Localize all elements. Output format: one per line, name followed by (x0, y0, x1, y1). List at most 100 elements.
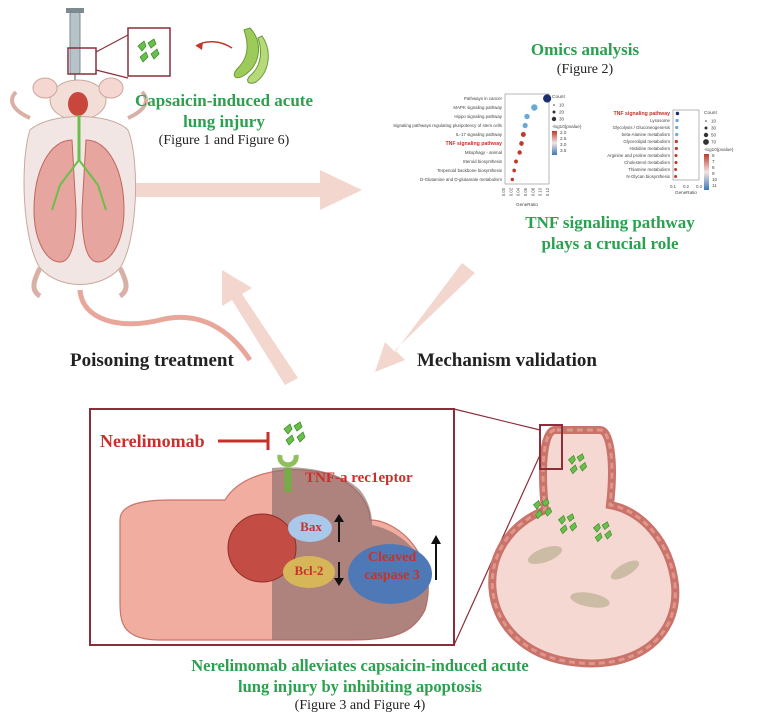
data-point (543, 94, 552, 103)
category-label: beta-Alanine metabolism (622, 132, 671, 137)
legend-count-value: 20 (559, 110, 565, 115)
category-label: Hippo signaling pathway (454, 114, 502, 119)
data-point (512, 168, 516, 173)
legend-color-value: 7 (712, 159, 715, 164)
final-conclusion: Nerelimomab alleviates capsaicin-induced… (100, 655, 620, 697)
enrichment-chart-2: TNF signaling pathwayLysosomeGlycolysis … (607, 109, 734, 195)
data-point (519, 141, 524, 146)
legend-color-value: 3.5 (560, 148, 567, 153)
data-point (674, 153, 678, 158)
final-figure-ref: (Figure 3 and Figure 4) (294, 698, 426, 713)
legend-color-value: 2.0 (560, 130, 567, 135)
category-label: MAPK signaling pathway (453, 105, 502, 110)
zoom-box (127, 27, 171, 77)
alveolus-illustration (488, 424, 680, 668)
x-tick-label: 0.04 (516, 187, 521, 196)
injury-title: Capsaicin-induced acute lung injury (104, 90, 344, 132)
data-point (674, 139, 678, 144)
rat-illustration (10, 8, 269, 362)
legend-count-value: 50 (711, 133, 717, 138)
x-tick-label: 0.02 (508, 187, 513, 196)
x-tick-label: 0.3 (696, 184, 702, 189)
arrow-to-mechanism (375, 263, 475, 372)
legend-colorbar (704, 154, 709, 190)
legend-count-value: 10 (559, 103, 565, 108)
category-label: Arginine and proline metabolism (607, 153, 670, 158)
category-label: Cholesterol metabolism (624, 160, 670, 165)
category-label: Thiamine metabolism (628, 167, 670, 172)
omics-figure-ref: (Figure 2) (556, 62, 614, 77)
x-tick-label: 0.10 (538, 187, 543, 196)
data-point (531, 104, 538, 111)
bax-blob (288, 514, 332, 542)
legend-count-value: 30 (559, 117, 565, 122)
bcl2-label: Bcl-2 (294, 563, 324, 578)
data-point (517, 150, 522, 155)
omics-conclusion: TNF signaling pathway plays a crucial ro… (470, 212, 750, 254)
legend-count-marker (551, 116, 557, 122)
category-label: D-Glutamine and D-glutamate metabolism (420, 177, 502, 182)
syringe-icon (69, 11, 81, 75)
legend-color-value: 2.5 (560, 136, 567, 141)
receptor-icon (277, 454, 299, 468)
legend-color-value: 8 (712, 165, 715, 170)
cleaved-caspase-line2: caspase 3 (364, 568, 420, 583)
category-label: Histidine metabolism (629, 146, 670, 151)
data-point (675, 111, 680, 116)
plot-frame (672, 109, 700, 181)
category-label: IL-17 signaling pathway (456, 132, 503, 137)
data-point (674, 160, 678, 165)
data-point (674, 146, 678, 151)
x-axis-label: GeneRatio (516, 202, 538, 207)
category-label: Pathways in cancer (464, 96, 503, 101)
category-label: Lysosome (650, 118, 670, 123)
cleaved-caspase-line1: Cleaved (367, 550, 417, 565)
flow-arrows (105, 170, 475, 385)
arrow-to-injury (222, 270, 298, 385)
category-label: N-Glycan biosynthesis (626, 174, 670, 179)
bcl2-blob (283, 556, 335, 588)
legend-count-marker (552, 110, 556, 114)
mechanism-panel (89, 408, 541, 646)
x-tick-label: 0.08 (530, 187, 535, 196)
legend-count-title: Count (704, 110, 717, 116)
bax-label: Bax (300, 519, 322, 534)
legend-count-value: 70 (711, 140, 717, 145)
flow-left-label: Poisoning treatment (70, 350, 234, 371)
drug-label: Nerelimomab (100, 431, 205, 451)
legend-color-title: -log10(pvalue) (704, 147, 734, 152)
data-point (524, 113, 530, 120)
legend-color-value: 10 (712, 177, 718, 182)
data-point (675, 132, 679, 137)
legend-count-value: 10 (711, 119, 717, 124)
legend-color-value: 11 (712, 183, 717, 188)
data-point (510, 177, 515, 182)
arrow-to-omics (105, 170, 362, 210)
omics-conclusion-line1: TNF signaling pathway (525, 213, 695, 232)
injury-title-line1: Capsaicin-induced acute (134, 91, 314, 110)
data-point (675, 118, 679, 123)
omics-title: Omics analysis (530, 40, 640, 59)
legend-count-marker (553, 104, 555, 106)
category-label: TNF signaling pathway (614, 111, 671, 117)
category-label: Steroid biosynthesis (463, 159, 503, 164)
legend-colorbar (552, 131, 557, 155)
x-tick-label: 0.1 (670, 184, 676, 189)
data-point (522, 122, 528, 129)
caspase-blob (348, 544, 432, 604)
category-label: Signaling pathways regulating pluripoten… (393, 123, 503, 128)
legend-count-marker (704, 126, 708, 130)
legend-color-value: 3.0 (560, 142, 567, 147)
legend-count-marker (703, 132, 709, 138)
legend-count-value: 30 (711, 126, 717, 131)
x-tick-label: 0.06 (523, 187, 528, 196)
x-tick-label: 0.12 (545, 187, 550, 196)
category-label: TNF signaling pathway (446, 141, 503, 147)
legend-color-title: -log10(pvalue) (552, 124, 582, 129)
legend-count-marker (703, 139, 709, 145)
legend-count-title: Count (552, 94, 565, 100)
legend-color-value: 9 (712, 171, 715, 176)
alveolus-zoom-box (539, 424, 563, 470)
